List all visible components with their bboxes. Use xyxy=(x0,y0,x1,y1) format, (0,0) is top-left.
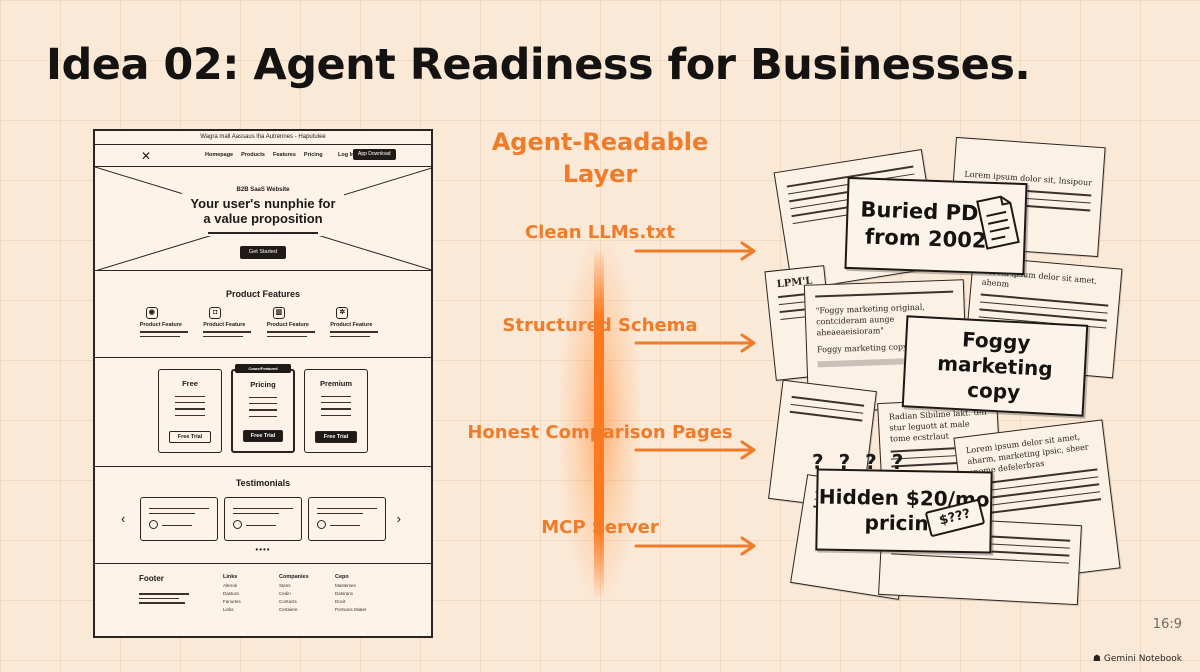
wireframe-top-bar: Wagra mall Aassaus lha Autrennes - Haput… xyxy=(95,131,431,145)
layer-item-structured-schema: Structured Schema xyxy=(502,315,698,336)
foggy-copy-callout: Foggy marketing copy xyxy=(901,315,1089,417)
footer-col-title: Cepo xyxy=(335,574,349,580)
footer-link: Fanurtes xyxy=(223,599,241,604)
testimonials-section: Testimonials ‹ › •••• xyxy=(95,478,431,554)
carousel-dots: •••• xyxy=(255,545,271,554)
layer-item-comparison-pages: Honest Comparison Pages xyxy=(467,422,733,443)
bar-chart-icon: ▥ xyxy=(272,307,285,319)
footer-link: Alterok xyxy=(223,583,238,588)
footer-col-title: Companies xyxy=(279,574,309,580)
arrow-head xyxy=(740,536,756,556)
brand-label: ☗Gemini Notebook xyxy=(1093,654,1182,664)
footer-col-companies: Companies Stens Cedin Contacts Certaiere xyxy=(279,574,309,612)
pricing-section: Free Free Trial Coare/Featured Pricing F… xyxy=(95,364,431,453)
callout-text: Foggy marketing copy xyxy=(936,326,1054,404)
footer-lines xyxy=(139,590,189,604)
document-icon xyxy=(976,195,1020,250)
gear-icon: ✲ xyxy=(336,307,349,319)
nav-cta-button: App Download xyxy=(353,149,396,160)
shield-icon: ◉ xyxy=(145,307,158,319)
hero-text-block: B2B SaaS Website Your user's nunphie for… xyxy=(182,185,344,236)
notebook-icon: ☗ xyxy=(1092,654,1101,664)
brand-name: Gemini Notebook xyxy=(1103,654,1182,664)
footer-link: Dastura xyxy=(223,591,239,596)
page-title: Idea 02: Agent Readiness for Businesses. xyxy=(46,40,1031,90)
nav-login: Log In xyxy=(338,152,355,158)
hero-underline xyxy=(207,232,318,234)
layer-item-mcp-server: MCP Server xyxy=(541,517,659,538)
avatar xyxy=(233,520,242,530)
testimonials-title: Testimonials xyxy=(235,478,291,488)
testimonial-card xyxy=(308,497,386,541)
feature-label: Product Feature xyxy=(266,322,309,328)
divider xyxy=(95,357,431,358)
hero-content: B2B SaaS Website Your user's nunphie for… xyxy=(95,185,431,259)
divider xyxy=(95,466,431,467)
footer-link: Stens xyxy=(279,583,291,588)
layer-item-llms-txt: Clean LLMs.txt xyxy=(524,222,676,243)
feature-label: Product Feature xyxy=(139,322,182,328)
close-icon: ✕ xyxy=(141,149,152,163)
hero-headline: Your user's nunphie for a value proposit… xyxy=(190,196,336,226)
feature-label: Product Feature xyxy=(203,322,246,328)
plan-name: Pricing xyxy=(250,380,276,389)
testimonials-row: ‹ › xyxy=(95,497,431,541)
pricing-cards: Free Free Trial Coare/Featured Pricing F… xyxy=(95,364,431,453)
pricing-card-free: Free Free Trial xyxy=(158,369,222,453)
chevron-right-icon: › xyxy=(396,511,401,526)
feature-item: ✲ Product Feature xyxy=(330,307,388,337)
website-wireframe: Wagra mall Aassaus lha Autrennes - Haput… xyxy=(93,129,433,638)
wireframe-hero: B2B SaaS Website Your user's nunphie for… xyxy=(95,167,431,271)
nav-link-pricing: Pricing xyxy=(303,152,323,158)
plan-name: Free xyxy=(182,379,198,388)
footer-link: Docit xyxy=(335,599,346,604)
features-title: Product Features xyxy=(225,289,301,299)
footer-link: Masterses xyxy=(335,583,356,588)
avatar xyxy=(317,520,326,530)
features-section: Product Features ◉ Product Feature ◘ Pro… xyxy=(95,289,431,337)
footer-link: Portsons Miater xyxy=(335,607,367,612)
arrow-head xyxy=(740,333,756,353)
hero-kicker: B2B SaaS Website xyxy=(236,187,290,193)
footer-col-title: Links xyxy=(223,574,238,580)
free-trial-button: Free Trial xyxy=(243,430,283,442)
feature-item: ◘ Product Feature xyxy=(203,307,261,337)
layer-beam xyxy=(594,248,604,598)
wireframe-nav: ✕ Homepage Products Features Pricing Log… xyxy=(95,145,431,167)
chevron-left-icon: ‹ xyxy=(121,511,126,526)
nav-link-features: Features xyxy=(272,152,296,158)
footer-title: Footer xyxy=(139,574,164,583)
arrow-head xyxy=(740,241,756,261)
feature-item: ▥ Product Feature xyxy=(266,307,325,337)
features-row: ◉ Product Feature ◘ Product Feature ▥ Pr… xyxy=(95,307,431,337)
nav-link-products: Products xyxy=(241,152,265,158)
layer-title: Agent-Readable Layer xyxy=(491,128,709,188)
footer-link: Cedin xyxy=(279,591,291,596)
footer-link: Links xyxy=(223,607,234,612)
footer-col-cepo: Cepo Masterses Datsrans Docit Portsons M… xyxy=(335,574,367,612)
wireframe-nav-links: Homepage Products Features Pricing xyxy=(205,152,323,158)
aspect-ratio-label: 16:9 xyxy=(1152,617,1182,632)
feature-label: Product Feature xyxy=(330,322,373,328)
lock-icon: ◘ xyxy=(209,307,222,319)
nav-link-homepage: Homepage xyxy=(205,152,234,158)
feature-item: ◉ Product Feature xyxy=(139,307,198,337)
footer-link: Datsrans xyxy=(335,591,354,596)
footer-link: Contacts xyxy=(279,599,297,604)
footer-col-links: Links Alterok Dastura Fanurtes Links xyxy=(223,574,241,612)
pricing-card-premium: Premium Free Trial xyxy=(304,369,368,453)
pricing-card-pricing: Coare/Featured Pricing Free Trial xyxy=(231,364,295,453)
popular-tag: Coare/Featured xyxy=(235,364,291,373)
free-trial-button: Free Trial xyxy=(169,431,211,443)
testimonial-card xyxy=(224,497,302,541)
hero-get-started-button: Get Started xyxy=(239,246,287,259)
plan-name: Premium xyxy=(319,379,353,388)
avatar xyxy=(149,520,158,530)
footer-link: Certaiere xyxy=(279,607,298,612)
free-trial-button: Free Trial xyxy=(315,431,357,443)
arrow-head xyxy=(740,440,756,460)
testimonial-card xyxy=(140,497,218,541)
wireframe-footer: Footer Links Alterok Dastura Fanurtes Li… xyxy=(95,563,431,638)
